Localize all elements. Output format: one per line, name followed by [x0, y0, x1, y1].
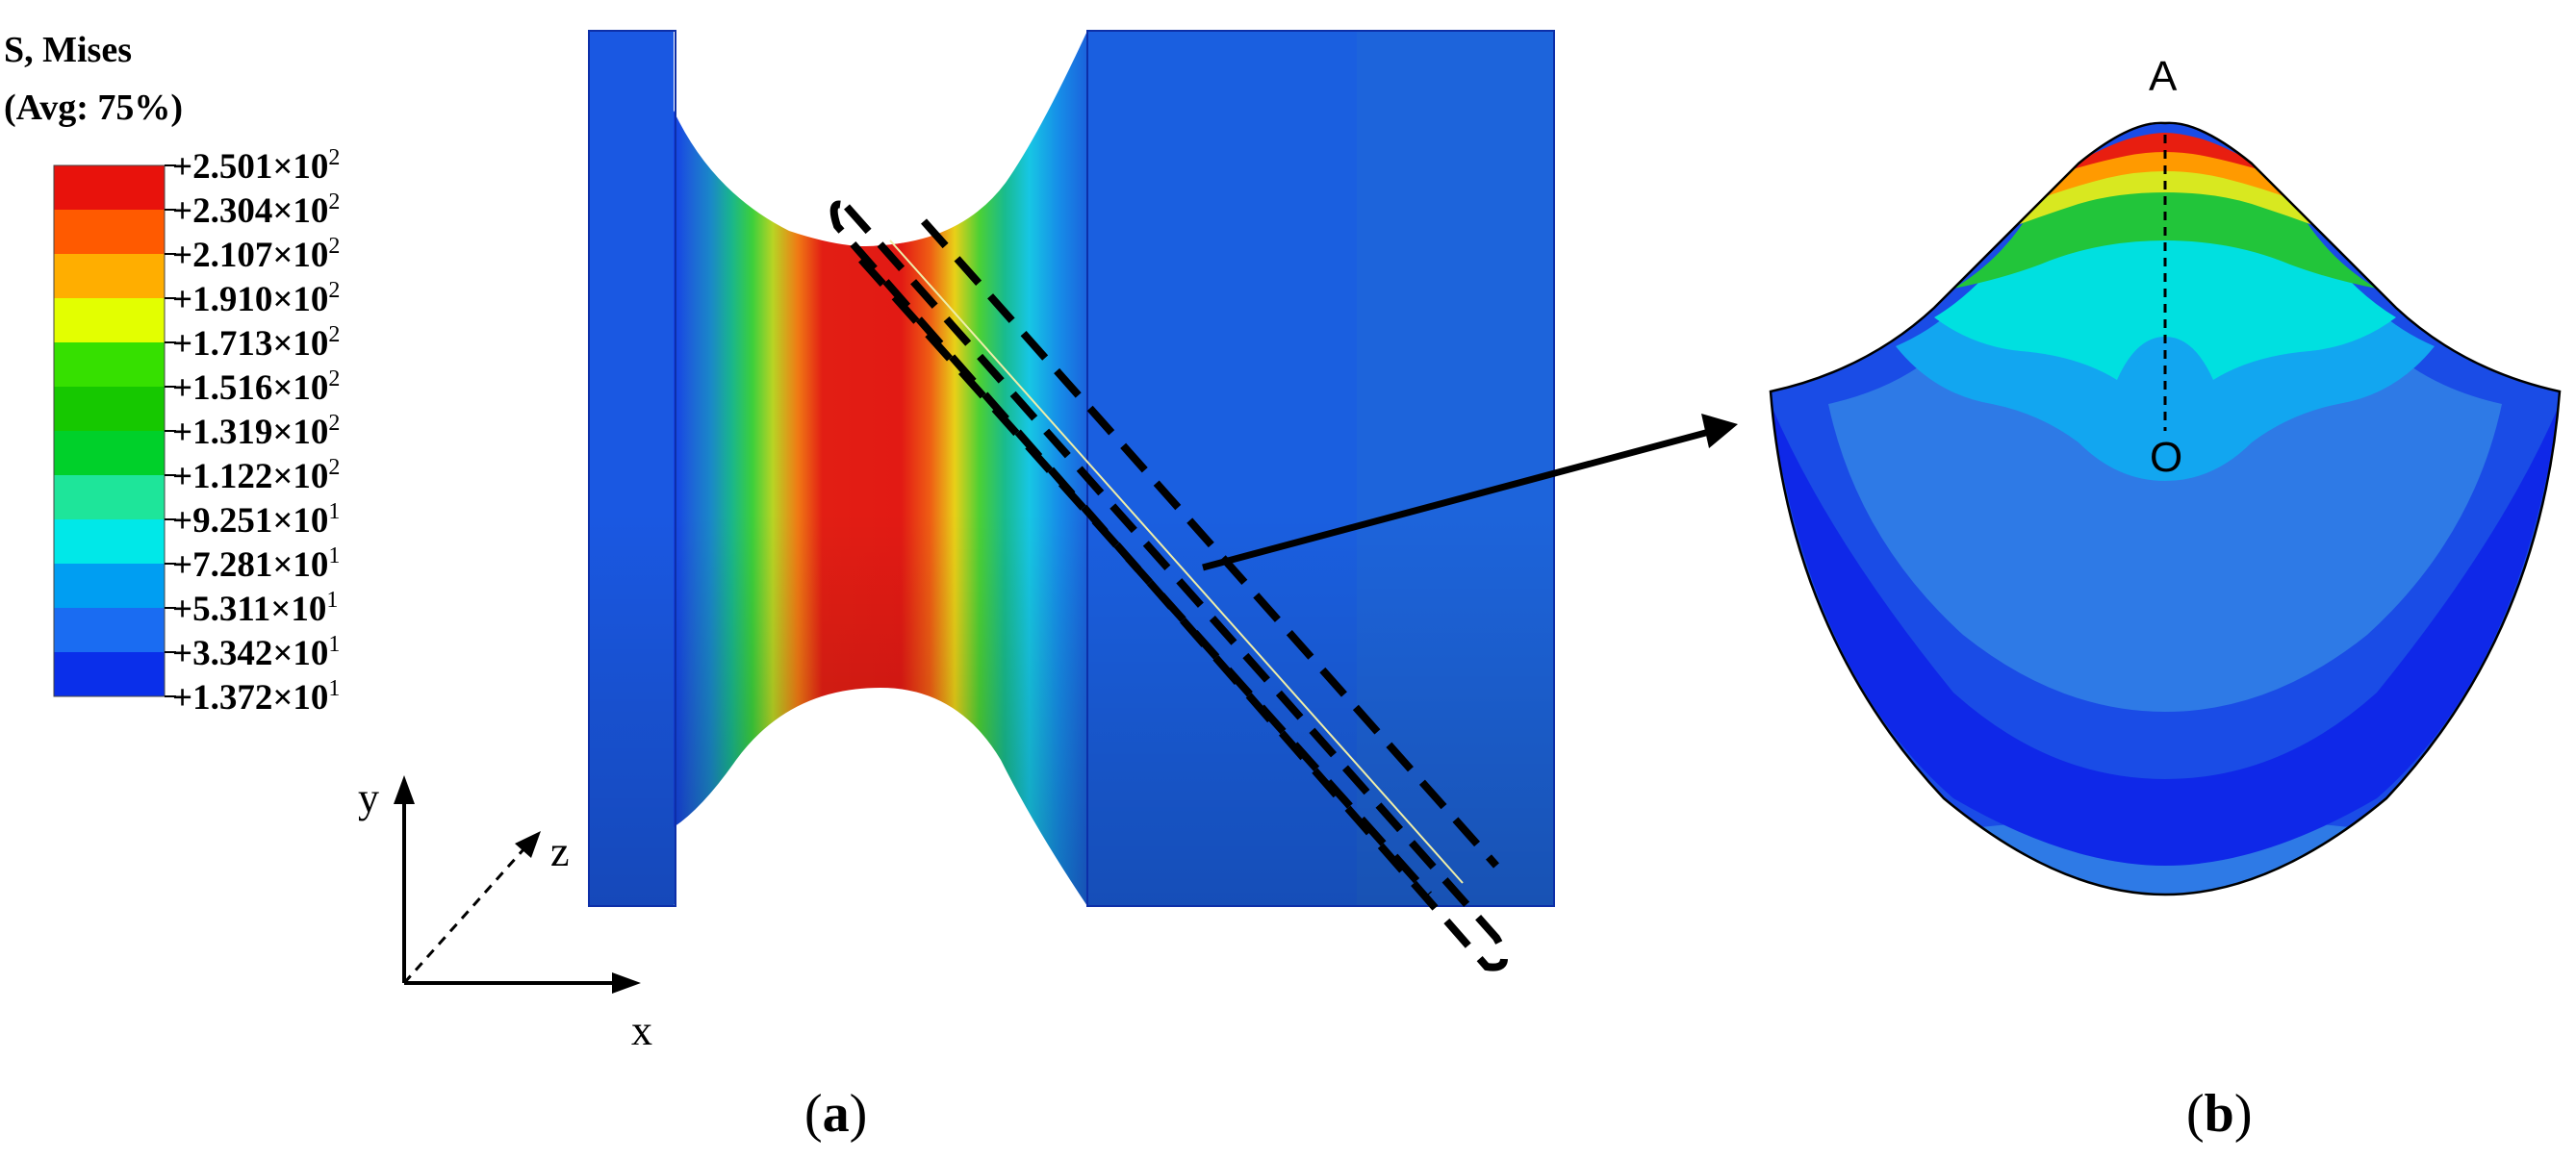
section-dashed-line-right: [921, 218, 1499, 869]
legend-band-9: [54, 519, 165, 564]
section-dashed-line-left: [858, 257, 1432, 897]
legend-value-10: +7.281×101: [172, 543, 340, 585]
groove-bottom-cutout: [674, 693, 1087, 906]
legend-band-11: [54, 608, 165, 652]
section-contour: A O: [1769, 53, 2562, 896]
legend-band-6: [54, 387, 165, 431]
legend-value-3: +2.107×102: [172, 234, 340, 275]
point-o-label: O: [2150, 434, 2182, 481]
legend-value-1: +2.501×102: [172, 145, 340, 187]
legend-value-2: +2.304×102: [172, 189, 340, 231]
legend-value-11: +5.311×101: [172, 588, 338, 629]
panel-label-b: (b): [2186, 1084, 2252, 1144]
legend-band-8: [54, 475, 165, 519]
legend-color-bar: [53, 164, 166, 697]
legend-title-line1: S, Mises: [4, 30, 132, 70]
legend-labels: +2.501×102+2.304×102+2.107×102+1.910×102…: [165, 145, 340, 718]
z-axis-arrow: [402, 847, 526, 984]
section-cut-line: [889, 240, 1464, 884]
legend-band-2: [54, 210, 165, 254]
z-arrowhead-icon: [515, 831, 541, 858]
legend-band-3: [54, 254, 165, 298]
legend-value-9: +9.251×101: [172, 499, 340, 541]
legend-band-10: [54, 564, 165, 608]
legend: S, Mises (Avg: 75%) +2.501×102+2.304×102…: [4, 30, 340, 718]
x-arrowhead-icon: [612, 972, 641, 994]
section-ellipse-outline: [829, 200, 1508, 971]
legend-value-4: +1.910×102: [172, 278, 340, 319]
coordinate-axes: y x z: [358, 774, 652, 1054]
legend-value-5: +1.713×102: [172, 322, 340, 364]
x-axis-label: x: [631, 1007, 652, 1054]
panel-label-a: (a): [804, 1084, 867, 1144]
legend-band-7: [54, 431, 165, 475]
legend-title-line2: (Avg: 75%): [4, 88, 183, 128]
legend-band-1: [54, 165, 165, 210]
section-indicator: [829, 200, 1508, 971]
section-outline: [1769, 121, 2562, 896]
legend-band-4: [54, 298, 165, 342]
roller-model: [588, 30, 1555, 907]
point-a-label: A: [2149, 53, 2178, 100]
legend-band-5: [54, 342, 165, 387]
legend-value-8: +1.122×102: [172, 455, 340, 496]
legend-value-13: +1.372×101: [172, 676, 340, 718]
groove-top-cutout: [674, 31, 1087, 245]
leader-arrow: [1202, 427, 1714, 571]
leader-arrowhead-icon: [1701, 414, 1738, 448]
y-axis-label: y: [358, 774, 379, 821]
y-arrowhead-icon: [394, 775, 415, 804]
legend-value-12: +3.342×101: [172, 632, 340, 673]
legend-band-12: [54, 652, 165, 696]
z-axis-label: z: [550, 828, 570, 875]
legend-value-7: +1.319×102: [172, 411, 340, 452]
legend-value-6: +1.516×102: [172, 366, 340, 408]
